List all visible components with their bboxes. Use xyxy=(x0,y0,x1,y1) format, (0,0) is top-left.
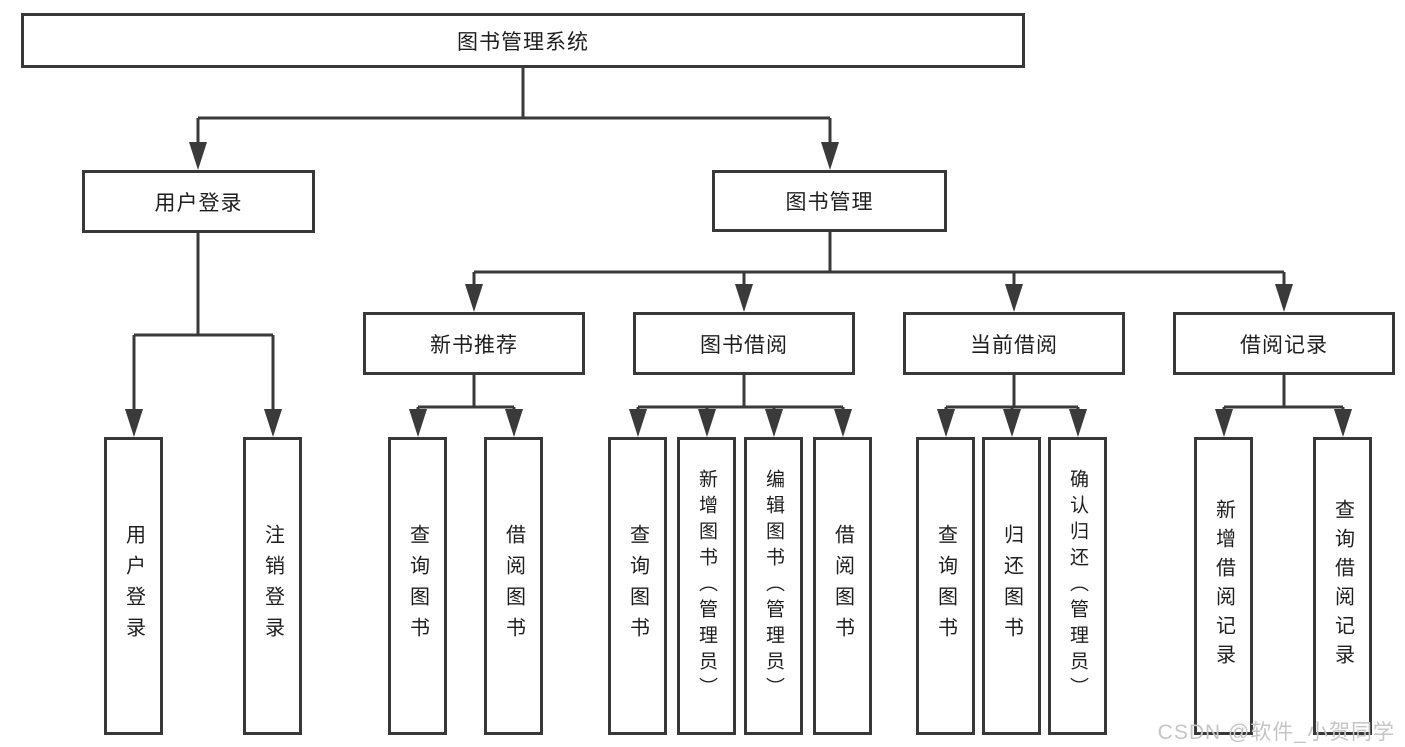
arrowhead xyxy=(264,409,282,437)
node-current-borrow: 当前借阅 xyxy=(903,312,1125,375)
arrowhead xyxy=(1334,409,1352,437)
node-book-borrow: 图书借阅 xyxy=(633,312,855,375)
node-borrow-records: 借阅记录 xyxy=(1173,312,1395,375)
arrowhead xyxy=(505,409,523,437)
leaf-query-books-current: 查询图书 xyxy=(916,437,975,735)
leaf-label: 查询图书 xyxy=(934,524,957,648)
arrowhead xyxy=(1005,284,1023,312)
leaf-label: 借阅图书 xyxy=(502,524,525,648)
leaf-label: 查询借阅记录 xyxy=(1331,499,1354,673)
arrowhead xyxy=(735,284,753,312)
node-book-management: 图书管理 xyxy=(712,170,947,232)
arrowhead xyxy=(1275,284,1293,312)
arrowhead xyxy=(821,142,839,170)
leaf-label: 确认归还（管理员） xyxy=(1067,469,1088,703)
leaf-confirm-return-admin: 确认归还（管理员） xyxy=(1048,437,1107,735)
leaf-edit-book-admin: 编辑图书（管理员） xyxy=(744,437,803,735)
leaf-borrow-books: 借阅图书 xyxy=(813,437,872,735)
leaf-query-books-borrow: 查询图书 xyxy=(608,437,667,735)
arrowhead xyxy=(629,409,647,437)
leaf-query-borrow-record: 查询借阅记录 xyxy=(1313,437,1372,735)
arrowhead xyxy=(409,409,427,437)
csdn-watermark: CSDN @软件_小贺同学 xyxy=(1157,721,1395,744)
arrowhead xyxy=(834,409,852,437)
leaf-label: 查询图书 xyxy=(406,524,429,648)
arrowhead xyxy=(937,409,955,437)
leaf-return-books: 归还图书 xyxy=(982,437,1041,735)
arrowhead xyxy=(189,142,207,170)
node-user-login: 用户登录 xyxy=(82,170,315,233)
leaf-logout: 注销登录 xyxy=(243,437,302,735)
arrowhead xyxy=(698,409,716,437)
arrowhead xyxy=(1069,409,1087,437)
leaf-label: 新增图书（管理员） xyxy=(696,469,717,703)
arrowhead xyxy=(765,409,783,437)
leaf-label: 新增借阅记录 xyxy=(1212,499,1235,673)
leaf-user-login: 用户登录 xyxy=(104,437,163,735)
leaf-query-books-recommend: 查询图书 xyxy=(388,437,447,735)
leaf-label: 查询图书 xyxy=(626,524,649,648)
arrowhead xyxy=(1215,409,1233,437)
leaf-label: 编辑图书（管理员） xyxy=(763,469,784,703)
arrowhead xyxy=(1003,409,1021,437)
leaf-borrow-books-recommend: 借阅图书 xyxy=(484,437,543,735)
leaf-add-borrow-record: 新增借阅记录 xyxy=(1194,437,1253,735)
leaf-label: 借阅图书 xyxy=(831,524,854,648)
arrowhead xyxy=(125,409,143,437)
leaf-label: 用户登录 xyxy=(122,524,145,648)
leaf-label: 注销登录 xyxy=(261,524,284,648)
node-new-book-recommend: 新书推荐 xyxy=(363,312,585,375)
leaf-add-book-admin: 新增图书（管理员） xyxy=(677,437,736,735)
leaf-label: 归还图书 xyxy=(1000,524,1023,648)
node-root-library-system: 图书管理系统 xyxy=(21,13,1025,68)
arrowhead xyxy=(465,284,483,312)
